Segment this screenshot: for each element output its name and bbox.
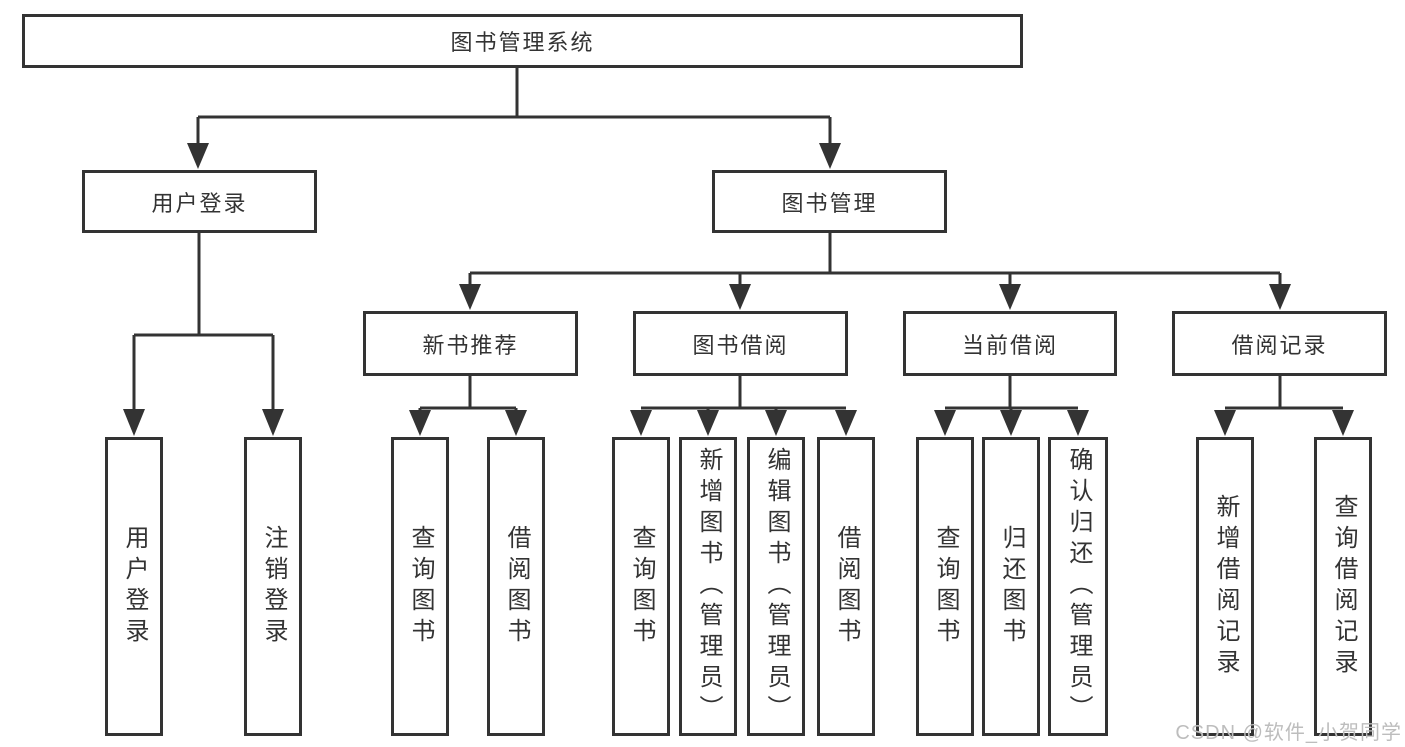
leaf-borrow-books-newbook-label: 借阅图书	[503, 524, 530, 649]
node-book-borrow: 图书借阅	[633, 311, 848, 376]
leaf-add-books-admin-label: 新增图书（管理员）	[695, 447, 722, 726]
leaf-add-borrow-record-label: 新增借阅记录	[1212, 493, 1239, 680]
connector-book-management-children	[459, 233, 1291, 310]
leaf-query-books-newbook: 查询图书	[391, 437, 449, 736]
connector-new-book-children	[409, 376, 527, 436]
node-user-login: 用户登录	[82, 170, 317, 233]
leaf-edit-books-admin: 编辑图书（管理员）	[747, 437, 805, 736]
leaf-borrow-books-newbook: 借阅图书	[487, 437, 545, 736]
leaf-user-login-label: 用户登录	[121, 524, 148, 649]
leaf-confirm-return-admin-label: 确认归还（管理员）	[1065, 447, 1092, 726]
node-new-book-recommend: 新书推荐	[363, 311, 578, 376]
leaf-borrow-books-label: 借阅图书	[833, 524, 860, 649]
node-current-borrow: 当前借阅	[903, 311, 1117, 376]
leaf-user-login: 用户登录	[105, 437, 163, 736]
leaf-borrow-books: 借阅图书	[817, 437, 875, 736]
leaf-return-books-label: 归还图书	[998, 524, 1025, 649]
leaf-add-borrow-record: 新增借阅记录	[1196, 437, 1254, 736]
leaf-query-books-borrow-label: 查询图书	[628, 524, 655, 649]
leaf-query-borrow-record-label: 查询借阅记录	[1330, 493, 1357, 680]
connector-borrow-records-children	[1214, 376, 1354, 436]
leaf-query-books-newbook-label: 查询图书	[407, 524, 434, 649]
connector-book-borrow-children	[630, 376, 857, 436]
connector-user-login-children	[123, 233, 284, 436]
leaf-query-borrow-record: 查询借阅记录	[1314, 437, 1372, 736]
leaf-logout-label: 注销登录	[260, 524, 287, 649]
node-root-library-system: 图书管理系统	[22, 14, 1023, 68]
leaf-confirm-return-admin: 确认归还（管理员）	[1048, 437, 1108, 736]
leaf-add-books-admin: 新增图书（管理员）	[679, 437, 737, 736]
node-book-management: 图书管理	[712, 170, 947, 233]
leaf-logout: 注销登录	[244, 437, 302, 736]
csdn-watermark: CSDN @软件_小贺同学	[1175, 722, 1402, 744]
leaf-query-books-current-label: 查询图书	[932, 524, 959, 649]
leaf-return-books: 归还图书	[982, 437, 1040, 736]
leaf-query-books-borrow: 查询图书	[612, 437, 670, 736]
leaf-query-books-current: 查询图书	[916, 437, 974, 736]
node-borrow-records: 借阅记录	[1172, 311, 1387, 376]
connector-current-borrow-children	[934, 376, 1089, 436]
connector-root-to-level2	[187, 68, 841, 169]
leaf-edit-books-admin-label: 编辑图书（管理员）	[763, 447, 790, 726]
